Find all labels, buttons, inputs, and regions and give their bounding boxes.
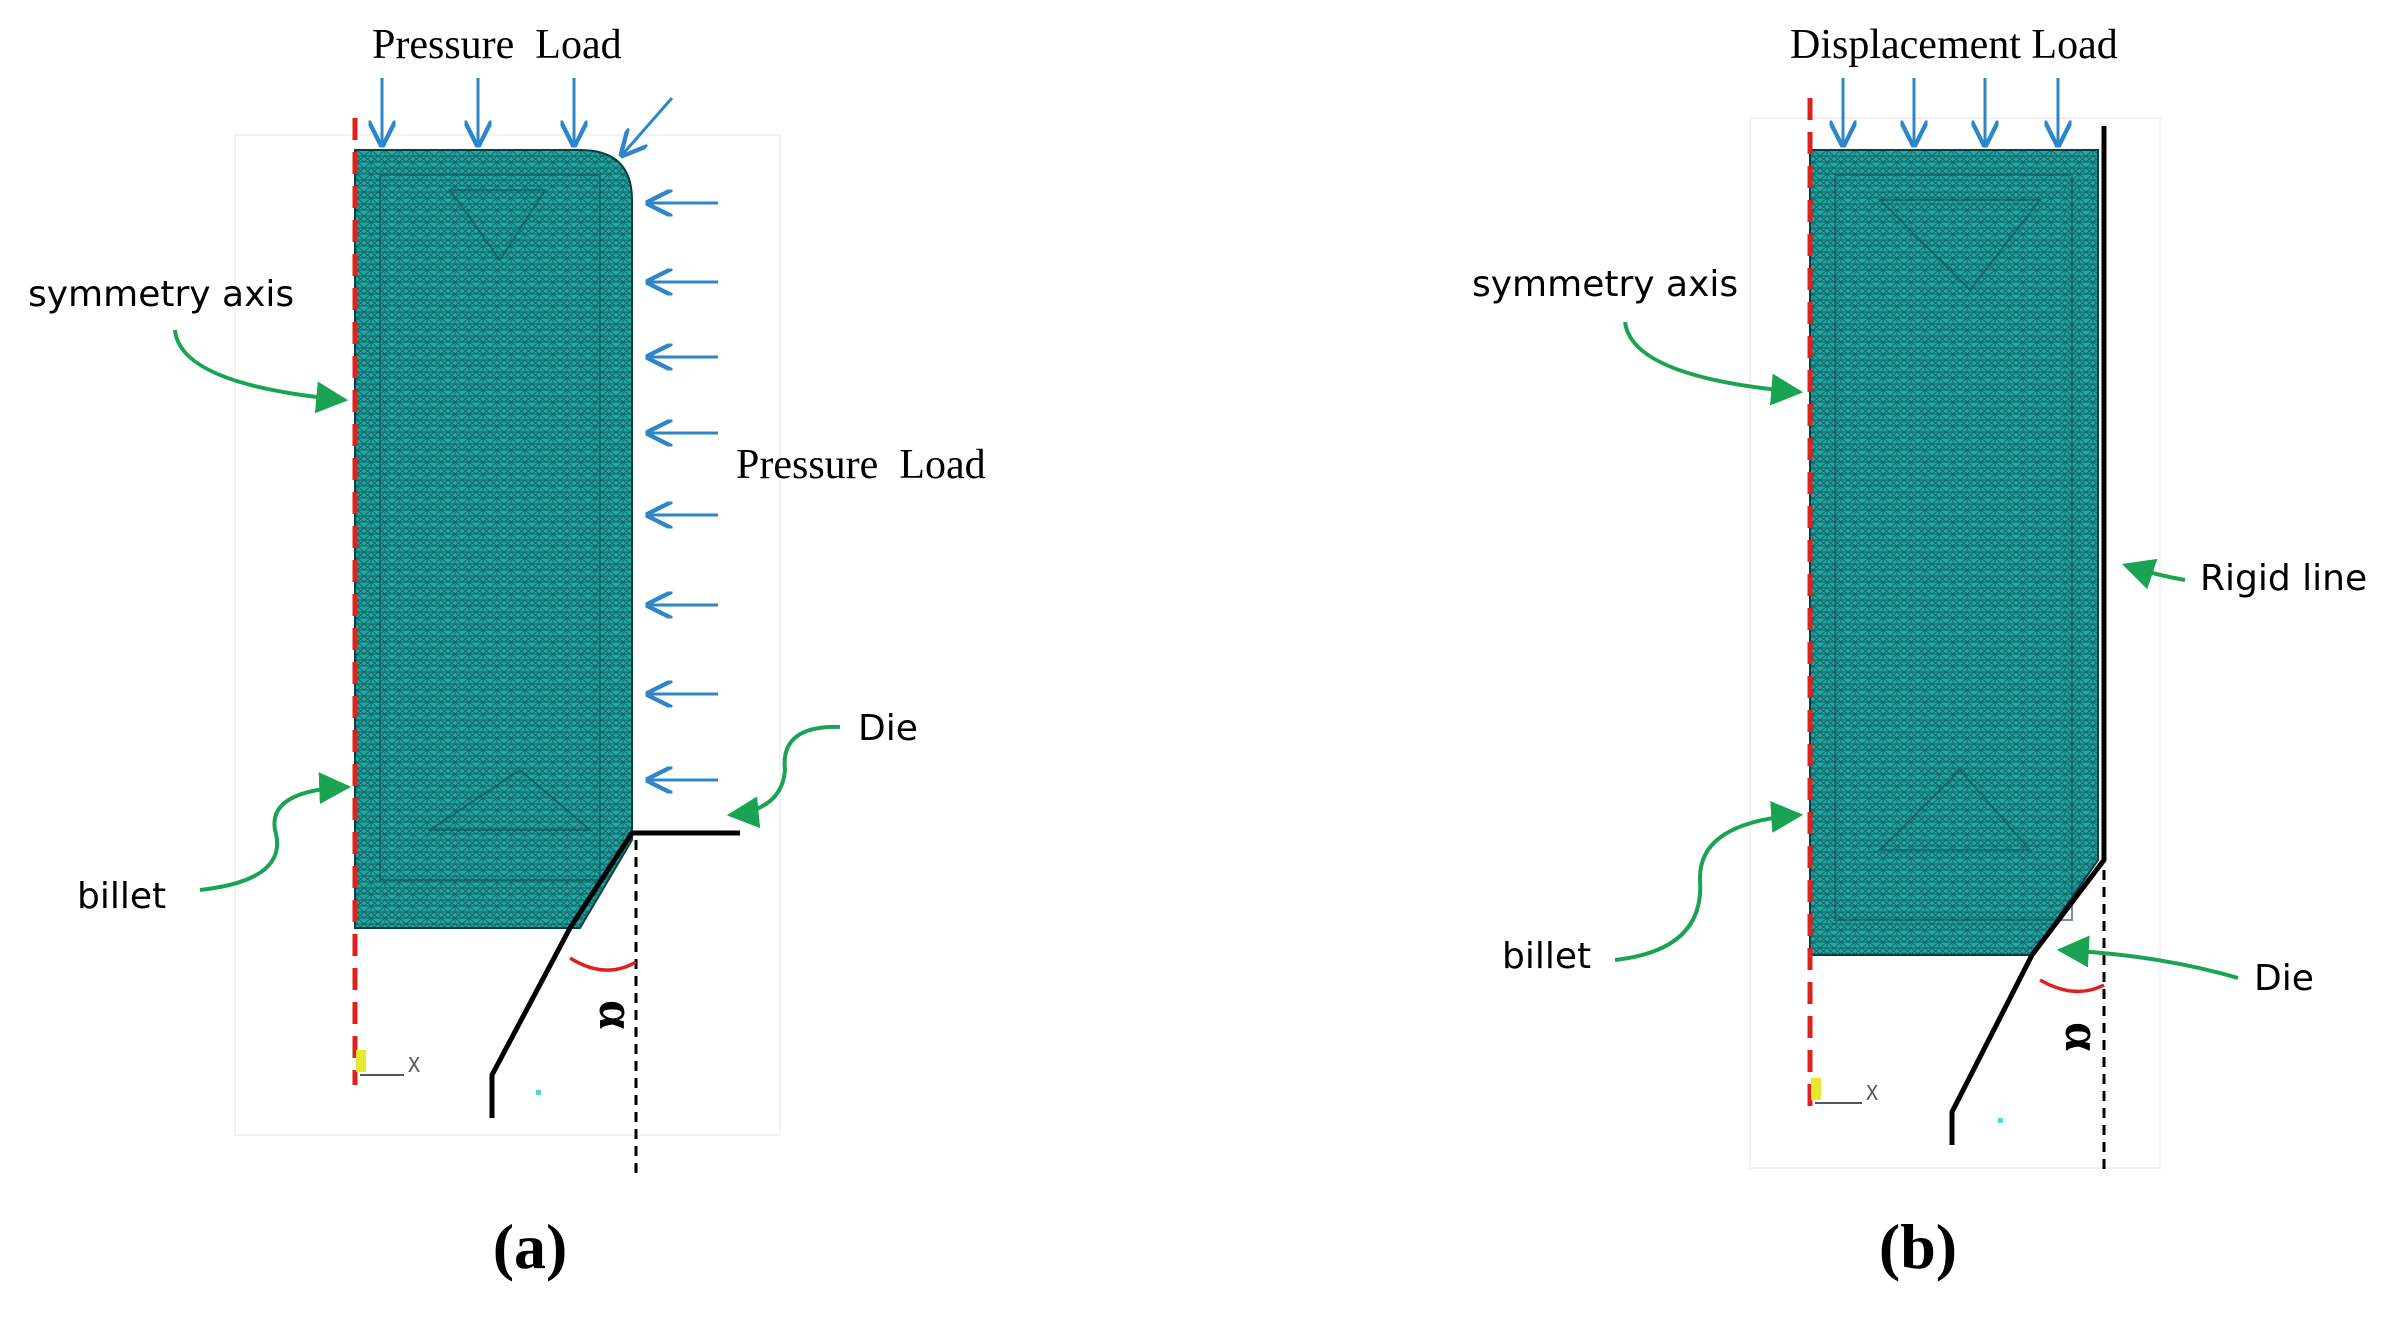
- billet-label-a: billet: [77, 876, 166, 917]
- top-load-arrows-a: [382, 78, 674, 155]
- side-load-arrows-a: [648, 203, 718, 780]
- coordinate-triad-icon: X: [1811, 1078, 2003, 1123]
- angle-symbol-b: α: [2054, 1022, 2111, 1051]
- triad-x-label-b: X: [1866, 1081, 1878, 1105]
- symmetry-label-b: symmetry axis: [1472, 264, 1738, 305]
- top-load-label-a: Pressure Load: [372, 22, 622, 68]
- caption-b: (b): [1879, 1211, 1957, 1282]
- angle-symbol-a: α: [588, 1000, 645, 1029]
- panel-b: α Displacement Load symmetry axis Rigid …: [1472, 22, 2367, 1282]
- mesh-zones-b: [1834, 174, 2073, 921]
- angle-arc-b: [2039, 978, 2105, 994]
- symmetry-label-a: symmetry axis: [28, 274, 294, 315]
- annotation-arrow-icon: [2056, 935, 2239, 980]
- caption-a: (a): [493, 1211, 568, 1282]
- triad-x-label-a: X: [408, 1053, 420, 1077]
- rigid-label-b: Rigid line: [2200, 558, 2367, 599]
- coordinate-triad-icon: X: [356, 1050, 541, 1095]
- annotation-arrow-icon: [2121, 558, 2186, 590]
- top-load-label-b: Displacement Load: [1790, 22, 2118, 68]
- panel-a: α Pressure Load Pressure Load symmetry a…: [28, 22, 986, 1282]
- die-label-a: Die: [858, 708, 918, 749]
- billet-mesh-a: [354, 149, 633, 929]
- annotation-arrow-icon: [173, 329, 349, 414]
- die-outline-a: [489, 830, 740, 1118]
- annotation-arrow-icon: [1614, 801, 1804, 962]
- panel-a-frame: [234, 134, 781, 1136]
- panel-b-frame: [1749, 117, 2161, 1169]
- die-label-b: Die: [2254, 958, 2314, 999]
- billet-label-b: billet: [1502, 936, 1591, 977]
- load-arrow-icon: [622, 97, 674, 155]
- rigid-line-and-die-b: [1949, 126, 2107, 1145]
- angle-arc-a: [569, 956, 637, 972]
- top-load-arrows-b: [1843, 78, 2058, 145]
- annotation-arrow-icon: [199, 772, 352, 892]
- billet-mesh-b: [1809, 149, 2099, 956]
- annotation-arrow-icon: [726, 724, 841, 829]
- side-load-label-a: Pressure Load: [736, 442, 986, 488]
- annotation-arrow-icon: [1623, 321, 1804, 406]
